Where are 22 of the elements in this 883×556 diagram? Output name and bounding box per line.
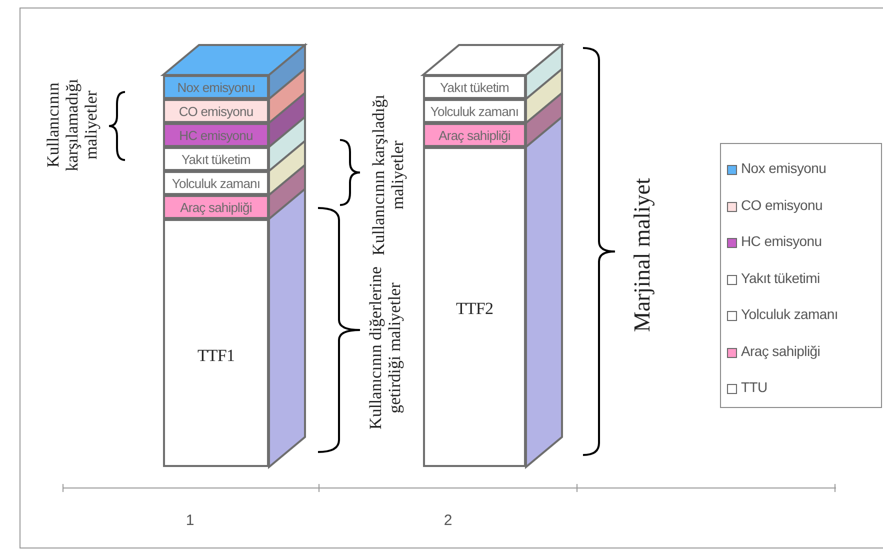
brace-label: Kullanıcının karşılamadığı maliyetler <box>44 78 100 174</box>
bar-segment: HC emisyonu <box>163 123 269 147</box>
axis-tick-label: 1 <box>186 512 194 529</box>
bar-segment: Yolculuk zamanı <box>163 171 269 195</box>
bar-segment: CO emisyonu <box>163 99 269 123</box>
bar-segment: Yakıt tüketim <box>163 147 269 171</box>
bar-segment: Araç sahipliği <box>423 123 526 147</box>
legend-label: Yolculuk zamanı <box>741 306 838 322</box>
legend-label: Nox emisyonu <box>741 160 826 176</box>
brace-label: Kullanıcının karşıladığı maliyetler <box>369 94 407 258</box>
legend-label: TTU <box>741 379 768 395</box>
legend-label: Yakıt tüketimi <box>741 270 820 286</box>
legend-label: Araç sahipliği <box>741 342 820 358</box>
bar-segment: TTF1 <box>163 219 269 467</box>
axis-tick-label: 2 <box>444 512 452 529</box>
legend-label: CO emisyonu <box>741 196 823 212</box>
bar-segment: Nox emisyonu <box>163 75 269 99</box>
bar-segment: Yakıt tüketim <box>423 75 526 99</box>
bar-segment: Yolculuk zamanı <box>423 99 526 123</box>
legend-label: HC emisyonu <box>741 233 822 249</box>
bar-segment: TTF2 <box>423 147 526 467</box>
bar-segment: Araç sahipliği <box>163 195 269 219</box>
